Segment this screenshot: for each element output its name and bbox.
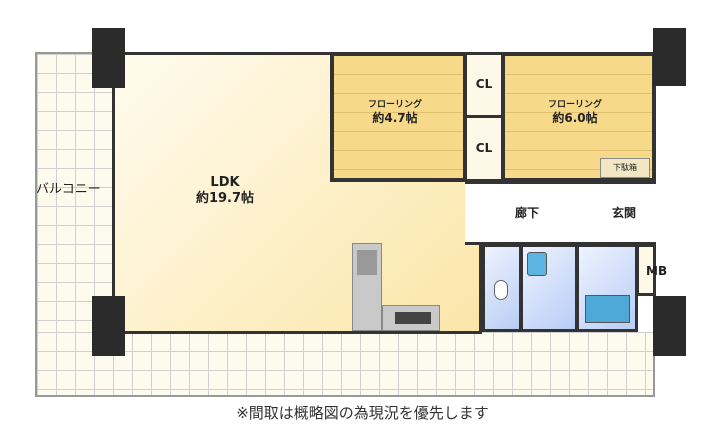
western2-size: 約6.0帖: [552, 110, 598, 125]
western1-label: フローリング 約4.7帖: [335, 100, 455, 125]
western1-name: フローリング: [367, 100, 422, 110]
hallway: [465, 181, 656, 245]
bathtub-icon: [585, 295, 630, 323]
pillar: [92, 28, 125, 88]
pillar: [92, 296, 125, 356]
western1-size: 約4.7帖: [372, 110, 418, 125]
stove-icon: [395, 312, 431, 324]
closet-1-label: CL: [475, 77, 493, 91]
pillar: [653, 28, 686, 86]
ldk-size: 約19.7帖: [195, 190, 255, 206]
western-room-1: [330, 52, 467, 182]
western2-name: フローリング: [547, 100, 602, 110]
ldk-name: LDK: [210, 175, 240, 190]
meter-box: [636, 244, 656, 296]
hallway-label: 廊下: [515, 206, 540, 220]
toilet-icon: [494, 280, 508, 300]
closet-2-label: CL: [475, 141, 493, 155]
ldk-label: LDK 約19.7帖: [170, 175, 280, 206]
pillar: [653, 296, 686, 356]
sink-icon: [357, 250, 377, 275]
meter-box-label: MB: [646, 264, 668, 278]
western2-label: フローリング 約6.0帖: [520, 100, 630, 125]
washbasin-icon: [527, 252, 547, 276]
balcony-bottom: [35, 332, 655, 397]
shoe-box: 下駄箱: [600, 158, 650, 178]
toilet: [482, 244, 522, 332]
disclaimer-caption: ※間取は概略図の為現況を優先します: [236, 404, 489, 422]
entrance-label: 玄関: [612, 206, 637, 220]
balcony-label: バルコニー: [36, 182, 101, 197]
